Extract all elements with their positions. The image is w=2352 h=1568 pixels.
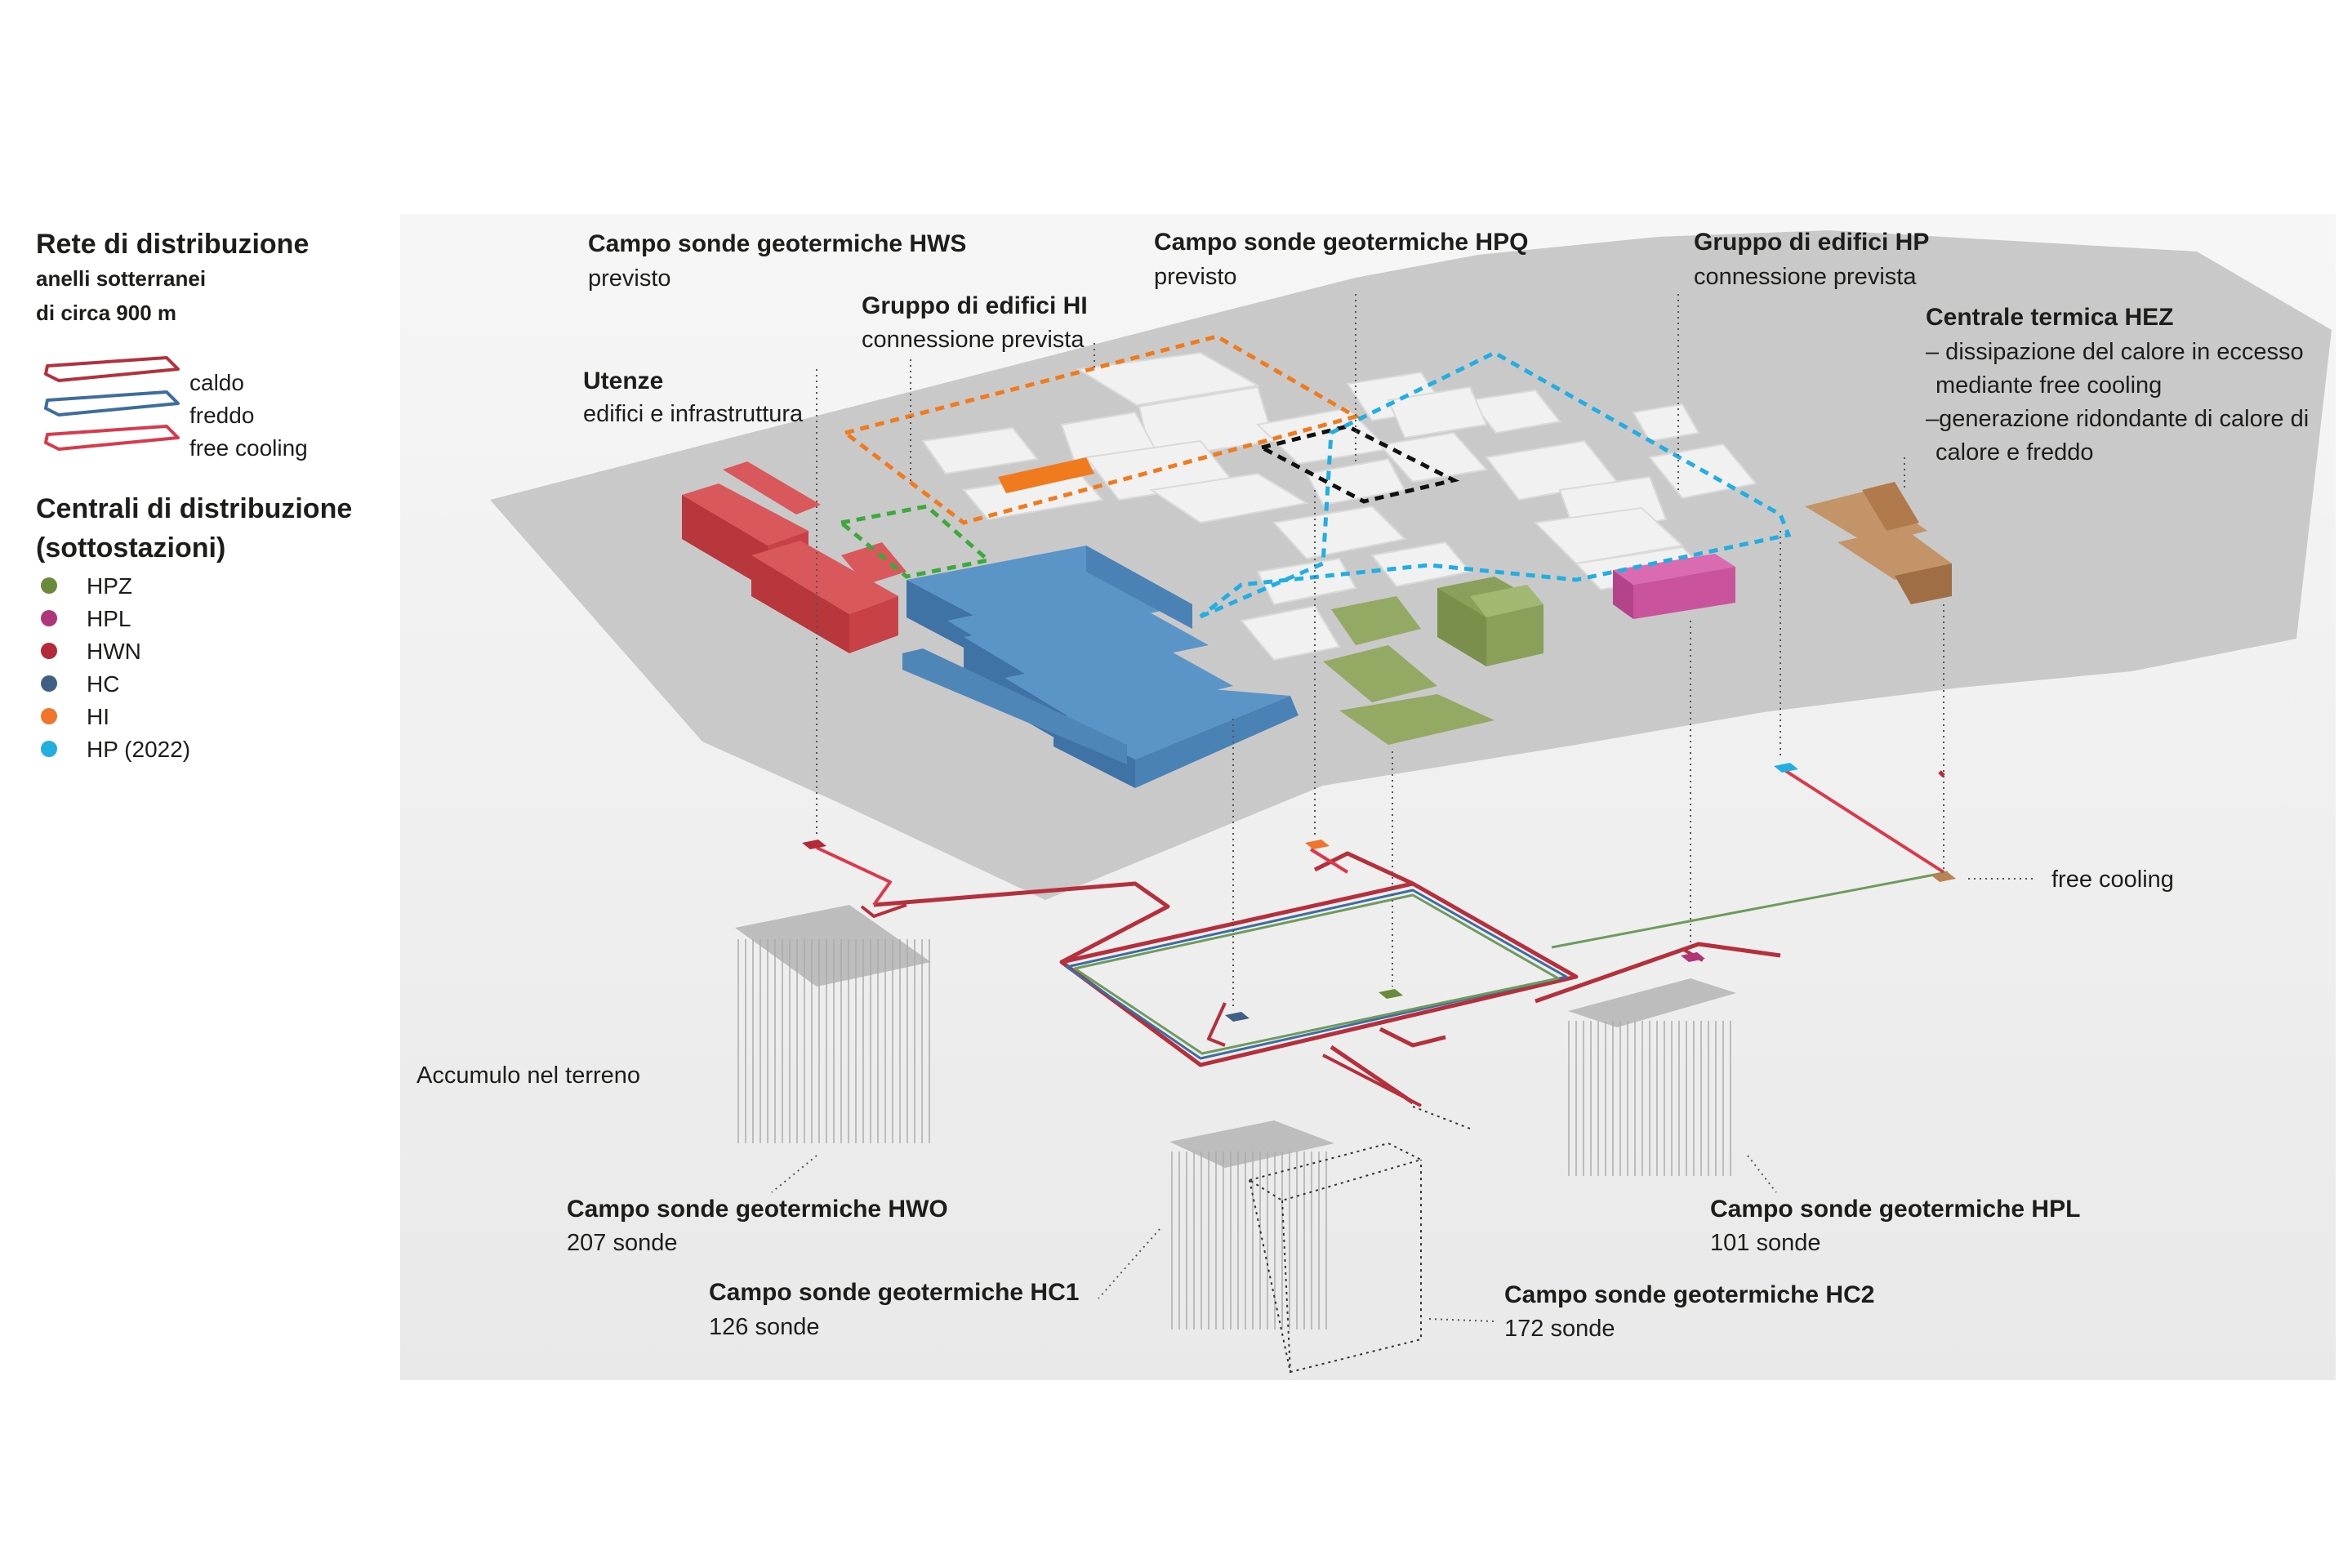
label-hpq-sub: previsto xyxy=(1154,264,1237,290)
legend-hwn: HWN xyxy=(87,639,141,664)
legend-hi: HI xyxy=(87,704,109,729)
orange-building xyxy=(998,457,1094,493)
label-hpl-sub: 101 sonde xyxy=(1710,1230,1820,1256)
legend-network-title: Rete di distribuzione xyxy=(36,229,309,260)
label-hez-line4: calore e freddo xyxy=(1936,439,2093,466)
label-hp-group-title: Gruppo di edifici HP xyxy=(1694,229,1929,256)
legend-line-caldo-icon xyxy=(44,356,180,382)
legend-hwn-dot xyxy=(41,643,57,659)
red-buildings xyxy=(682,461,906,653)
hws-planned-outline xyxy=(840,334,1361,525)
label-hc2-title: Campo sonde geotermiche HC2 xyxy=(1504,1281,1874,1308)
legend-stations-title2: (sottostazioni) xyxy=(36,532,225,564)
label-accumulo: Accumulo nel terreno xyxy=(416,1062,640,1089)
label-utenze-title: Utenze xyxy=(583,368,663,394)
label-free-cooling: free cooling xyxy=(2051,866,2174,893)
legend-line-freddo: freddo xyxy=(189,403,254,428)
legend-hpz-dot xyxy=(41,577,57,594)
label-hwo-title: Campo sonde geotermiche HWO xyxy=(567,1196,948,1223)
label-hwo-sub: 207 sonde xyxy=(567,1230,677,1256)
borehole-field-hwo xyxy=(735,905,931,1143)
legend-network-sub2: di circa 900 m xyxy=(36,301,176,325)
label-hc1-title: Campo sonde geotermiche HC1 xyxy=(709,1279,1079,1306)
leader-lines xyxy=(771,294,2034,1322)
label-hez-line1: – dissipazione del calore in eccesso xyxy=(1926,339,2304,365)
label-hi-group-sub: connessione prevista xyxy=(862,327,1085,353)
borehole-field-hc1 xyxy=(1169,1120,1334,1330)
legend-hc-dot xyxy=(41,675,57,692)
legend-line-free-cooling-icon xyxy=(44,425,180,451)
hpq-planned-outline xyxy=(1256,424,1460,504)
legend-hi-dot xyxy=(41,708,57,724)
label-utenze-sub: edifici e infrastruttura xyxy=(583,401,804,427)
magenta-building xyxy=(1613,554,1735,619)
borehole-field-hpl xyxy=(1568,978,1736,1176)
label-hws-title: Campo sonde geotermiche HWS xyxy=(588,230,966,257)
legend-line-free-cooling: free cooling xyxy=(189,435,308,461)
blue-buildings xyxy=(902,546,1298,788)
label-hc2-sub: 172 sonde xyxy=(1504,1316,1615,1342)
label-hez-line3: –generazione ridondante di calore di xyxy=(1926,406,2309,432)
label-hp-group-sub: connessione prevista xyxy=(1694,264,1917,290)
label-hpq-title: Campo sonde geotermiche HPQ xyxy=(1154,229,1528,256)
legend-line-caldo: caldo xyxy=(189,370,244,395)
green-buildings xyxy=(1323,577,1544,745)
brown-building xyxy=(1805,482,1952,604)
legend-hp2022: HP (2022) xyxy=(87,737,190,762)
legend-stations-title1: Centrali di distribuzione xyxy=(36,493,352,524)
legend-network-sub1: anelli sotterranei xyxy=(36,266,206,291)
label-hez-line2: mediante free cooling xyxy=(1936,372,2162,399)
legend-hpl: HPL xyxy=(87,606,131,631)
legend-line-freddo-icon xyxy=(44,390,180,416)
legend-hp2022-dot xyxy=(41,741,57,757)
label-hws-sub: previsto xyxy=(588,265,671,292)
borehole-field-hc2-outline xyxy=(1247,1106,1471,1374)
legend-hpl-dot xyxy=(41,610,57,626)
legend: Rete di distribuzione anelli sotterranei… xyxy=(36,229,352,762)
legend-hc: HC xyxy=(87,671,119,697)
existing-buildings xyxy=(921,351,1757,662)
label-hc1-sub: 126 sonde xyxy=(709,1314,819,1340)
callout-labels: Campo sonde geotermiche HWS previsto Cam… xyxy=(416,229,2309,1342)
substation-markers xyxy=(802,763,1956,1022)
label-hi-group-title: Gruppo di edifici HI xyxy=(862,292,1088,319)
hi-group-outline xyxy=(836,504,993,579)
label-hez-title: Centrale termica HEZ xyxy=(1926,304,2173,331)
label-hpl-title: Campo sonde geotermiche HPL xyxy=(1710,1196,2080,1223)
legend-hpz: HPZ xyxy=(87,573,132,599)
